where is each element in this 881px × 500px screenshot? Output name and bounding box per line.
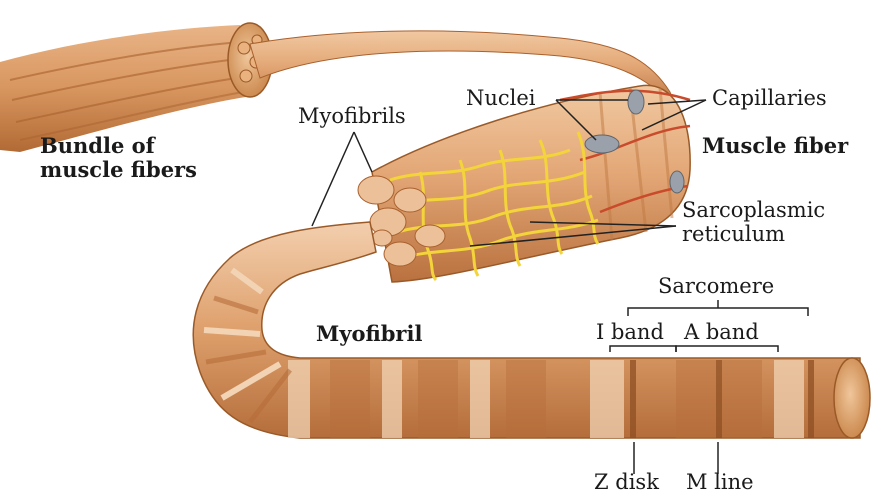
i-band-label: I band bbox=[596, 320, 664, 344]
bundle-label-line1: Bundle of bbox=[40, 134, 197, 158]
nucleus bbox=[585, 135, 619, 153]
myofibrils-label: Myofibrils bbox=[298, 104, 406, 128]
nucleus bbox=[628, 90, 644, 114]
sr-label-line1: Sarcoplasmic bbox=[682, 198, 825, 222]
sarcoplasmic-reticulum-label: Sarcoplasmic reticulum bbox=[682, 198, 825, 246]
z-disk-label: Z disk bbox=[594, 470, 659, 494]
bundle-of-muscle-fibers-label: Bundle of muscle fibers bbox=[40, 134, 197, 182]
nucleus bbox=[670, 171, 684, 193]
muscle-fiber-label: Muscle fiber bbox=[702, 134, 848, 158]
capillaries-label: Capillaries bbox=[712, 86, 827, 110]
muscle-fiber bbox=[358, 85, 690, 282]
sarcomere-label: Sarcomere bbox=[658, 274, 774, 298]
a-band-label: A band bbox=[684, 320, 759, 344]
nuclei-label: Nuclei bbox=[466, 86, 536, 110]
myofibril-label: Myofibril bbox=[316, 322, 422, 346]
m-line-label: M line bbox=[686, 470, 754, 494]
bundle-label-line2: muscle fibers bbox=[40, 158, 197, 182]
sr-label-line2: reticulum bbox=[682, 222, 825, 246]
